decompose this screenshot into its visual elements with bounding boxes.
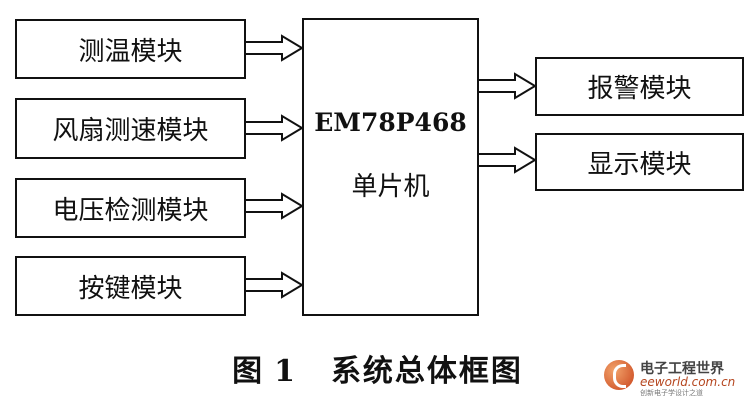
mcu-model: EM78P468 (314, 108, 467, 137)
figure-title: 系统总体框图 (330, 354, 523, 389)
watermark-cn: 电子工程世界 (640, 361, 724, 377)
eeworld-logo-icon (604, 360, 634, 390)
temperature-module-box: 测温模块 (15, 19, 246, 79)
output-arrow-icon (479, 72, 537, 100)
input-arrow-icon (246, 271, 304, 299)
input-arrow-icon (246, 192, 304, 220)
key-module-box: 按键模块 (15, 256, 246, 316)
mcu-box: EM78P468 单片机 (302, 18, 479, 316)
display-module-box: 显示模块 (535, 133, 744, 191)
module-label: 电压检测模块 (52, 195, 209, 226)
module-label: 显示模块 (587, 149, 692, 180)
module-label: 风扇测速模块 (52, 116, 209, 146)
module-label: 测温模块 (78, 36, 183, 67)
mcu-label: 单片机 (351, 172, 430, 202)
figure-word: 图 (232, 354, 265, 389)
input-arrow-icon (246, 114, 304, 142)
output-arrow-icon (479, 146, 537, 174)
module-label: 按键模块 (78, 273, 183, 304)
watermark: 电子工程世界 eeworld.com.cn 创新电子学设计之道 (604, 358, 749, 398)
watermark-en: eeworld.com.cn (640, 375, 736, 389)
figure-number: 1 (274, 354, 297, 389)
voltage-module-box: 电压检测模块 (15, 178, 246, 238)
watermark-tagline: 创新电子学设计之道 (640, 389, 703, 397)
input-arrow-icon (246, 34, 304, 62)
fan-speed-module-box: 风扇测速模块 (15, 98, 246, 159)
alarm-module-box: 报警模块 (535, 57, 744, 116)
module-label: 报警模块 (587, 74, 692, 104)
